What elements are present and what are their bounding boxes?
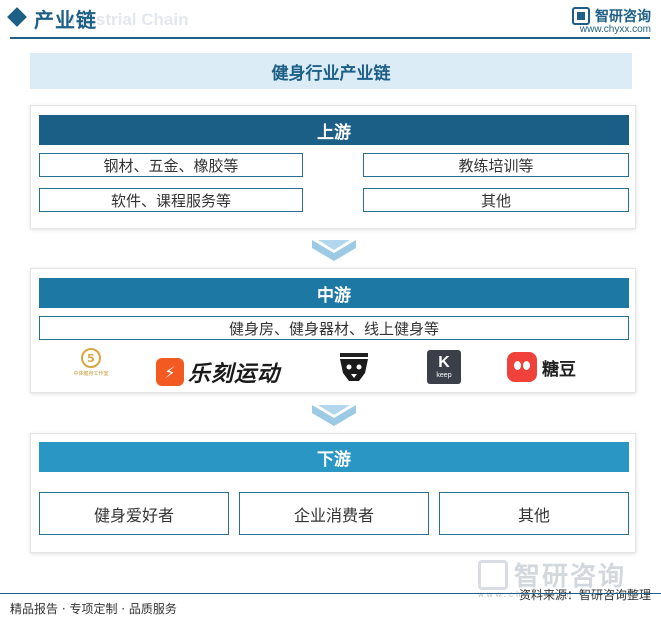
fitness-studio-logo: 5 中体健身工作室: [73, 348, 109, 377]
keep-name: keep: [436, 371, 452, 379]
keep-logo: K keep: [427, 350, 461, 384]
footer-slogan: 精品报告 · 专项定制 · 品质服务: [10, 602, 177, 616]
brand-icon: [572, 7, 590, 25]
down-arrow-icon: [312, 240, 356, 261]
upstream-item: 软件、课程服务等: [39, 188, 303, 212]
brand-url: www.chyxx.com: [579, 24, 651, 35]
watermark-icon: [478, 559, 508, 590]
upstream-panel: 上游 钢材、五金、橡胶等 教练培训等 软件、课程服务等 其他: [30, 105, 636, 229]
downstream-item: 其他: [439, 492, 629, 535]
keep-icon: K: [438, 353, 450, 371]
fitness-studio-name: 中体健身工作室: [73, 371, 109, 377]
downstream-item: 企业消费者: [239, 492, 429, 535]
footer-divider: [0, 593, 661, 594]
upstream-item: 钢材、五金、橡胶等: [39, 153, 303, 177]
down-arrow-icon: [312, 405, 356, 426]
tangdou-logo: 糖豆: [507, 352, 576, 382]
tangdou-name: 糖豆: [542, 359, 576, 380]
source-note: 资料来源：智研咨询整理: [518, 588, 651, 602]
midstream-panel: 中游 健身房、健身器材、线上健身等 5 中体健身工作室 ⚡ 乐刻运动 K kee…: [30, 268, 636, 393]
main-title: 健身行业产业链: [30, 53, 632, 89]
header-subtitle-en: Industrial Chain: [60, 10, 189, 29]
brand-name: 智研咨询: [595, 9, 651, 25]
upstream-item: 教练培训等: [363, 153, 629, 177]
fitness-studio-icon: 5: [81, 348, 101, 368]
midstream-item: 健身房、健身器材、线上健身等: [39, 316, 629, 340]
brand-logo: 智研咨询: [572, 6, 651, 26]
header-divider: [10, 37, 650, 39]
downstream-panel: 下游 健身爱好者 企业消费者 其他: [30, 433, 636, 553]
ledong-logo: ⚡ 乐刻运动: [156, 356, 280, 388]
watermark-text: 智研咨询: [514, 562, 627, 592]
ledong-name: 乐刻运动: [188, 362, 281, 387]
downstream-title: 下游: [39, 442, 629, 472]
lightning-icon: ⚡: [156, 358, 184, 386]
diamond-icon: [7, 7, 27, 27]
midstream-title: 中游: [39, 278, 629, 308]
downstream-item: 健身爱好者: [39, 492, 229, 535]
watermark-logo: 智研咨询: [478, 556, 626, 593]
animal-logo-icon: [340, 353, 368, 381]
watermark-url: www.chyxx.com: [478, 590, 574, 599]
tangdou-icon: [507, 352, 537, 382]
upstream-item: 其他: [363, 188, 629, 212]
header-title: 产业链: [34, 8, 97, 32]
upstream-title: 上游: [39, 115, 629, 145]
page-header: Industrial Chain 产业链 智研咨询 www.chyxx.com: [0, 0, 661, 40]
